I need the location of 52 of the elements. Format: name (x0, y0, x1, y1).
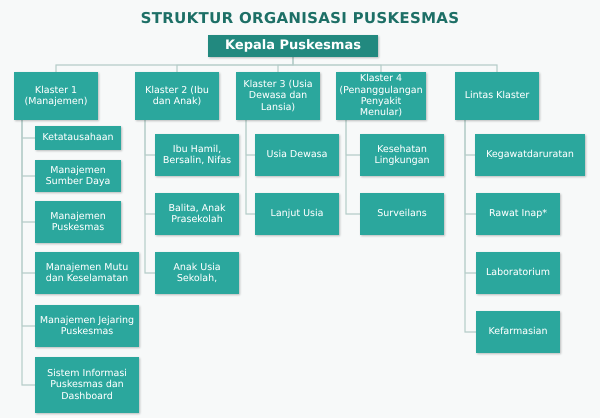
box-label: Ibu Hamil, Bersalin, Nifas (162, 144, 232, 166)
box-label: Sistem Informasi Puskesmas dan Dashboard (46, 368, 128, 402)
box-label: Klaster 4 (Penanggulangan Penyakit Menular) (339, 73, 423, 119)
box-label: Manajemen Puskesmas (49, 210, 107, 234)
box-label: Balita, Anak Prasekolah (167, 202, 227, 226)
box-label: Klaster 3 (Usia Dewasa dan Lansia) (242, 78, 314, 114)
unit-box (35, 357, 139, 413)
box-label: Klaster 1 (Manajemen) (24, 84, 88, 108)
connector-line (345, 120, 360, 215)
unit-box (476, 311, 560, 353)
unit-box (360, 193, 444, 235)
unit-box (35, 126, 121, 150)
box-label: Laboratorium (486, 267, 550, 279)
connector-line (144, 120, 155, 274)
unit-box (135, 72, 219, 120)
unit-box (35, 305, 139, 347)
connector-line (464, 120, 476, 333)
box-label: Kegawatdaruratan (486, 149, 574, 161)
box-label: Kefarmasian (488, 326, 548, 338)
unit-box (360, 134, 444, 176)
box-label: Manajemen Jejaring Puskesmas (38, 314, 136, 338)
connector-line (245, 120, 255, 215)
box-label: Kesehatan Lingkungan (373, 144, 431, 166)
unit-box (476, 193, 560, 235)
chart-title: STRUKTUR ORGANISASI PUSKESMAS (140, 9, 460, 27)
box-label: Surveilans (377, 208, 427, 220)
connector-line (292, 57, 498, 72)
unit-box (35, 160, 121, 192)
unit-box (14, 72, 98, 120)
unit-box (455, 72, 539, 120)
unit-box (255, 134, 339, 176)
box-label: Klaster 2 (Ibu dan Anak) (144, 84, 210, 108)
connector-line (21, 120, 35, 386)
unit-box (255, 193, 339, 235)
box-label: Anak Usia Sekolah, (172, 262, 222, 284)
unit-box (476, 252, 560, 294)
unit-box (155, 252, 239, 294)
box-label: Kepala Puskesmas (225, 38, 361, 54)
box-label: Rawat Inap* (489, 208, 547, 220)
box-label: Lanjut Usia (270, 208, 324, 220)
unit-box (155, 193, 239, 235)
box-label: Usia Dewasa (266, 149, 328, 161)
unit-box (35, 252, 139, 294)
box-label: Ketatausahaan (42, 132, 114, 144)
box-label: Manajemen Sumber Daya (44, 164, 112, 188)
box-label: Manajemen Mutu dan Keselamatan (44, 262, 130, 284)
box-label: Lintas Klaster (464, 90, 530, 102)
unit-box (236, 72, 320, 120)
unit-box (475, 134, 585, 176)
head-box (208, 35, 378, 57)
unit-box (35, 201, 121, 243)
unit-box (155, 134, 239, 176)
